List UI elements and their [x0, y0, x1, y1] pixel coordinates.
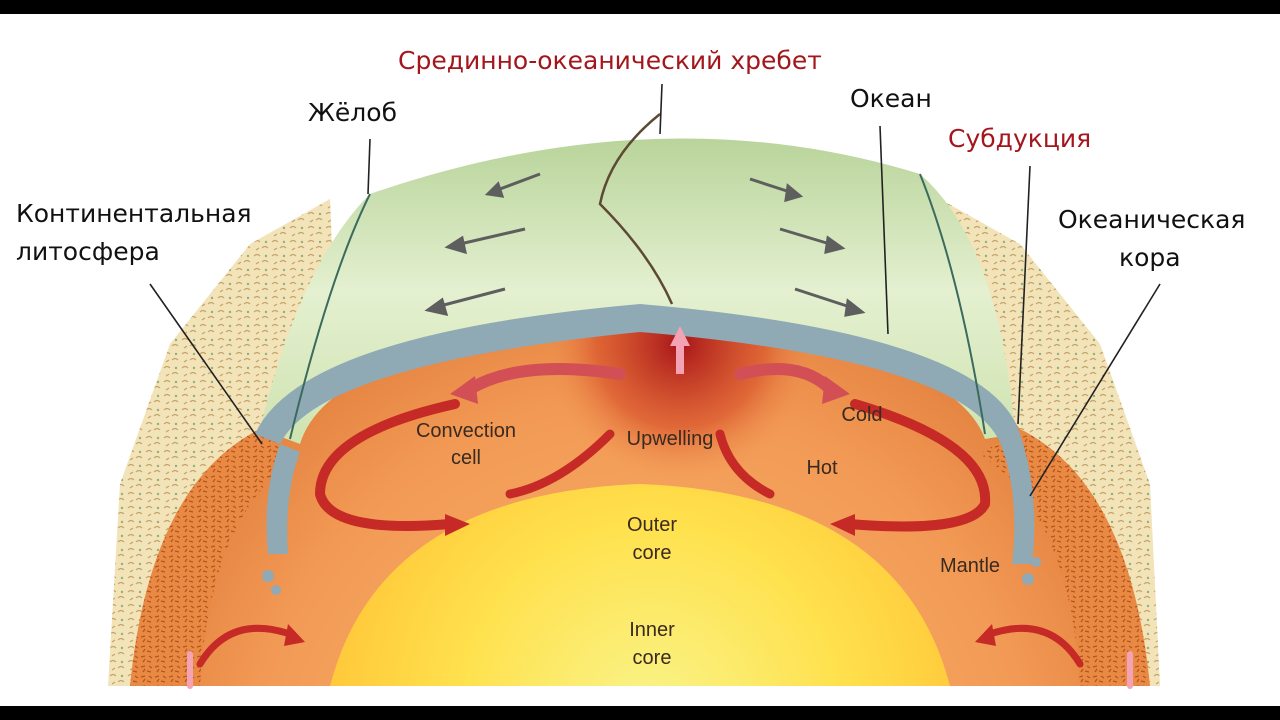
label-oceanic-crust-2: кора — [1115, 241, 1185, 274]
label-oceanic-crust-1: Океаническая — [1054, 203, 1250, 236]
plate-motion-arrows — [424, 172, 866, 317]
label-continental-lithosphere-1: Континентальная — [12, 197, 256, 230]
left-subducting-slab — [266, 444, 300, 554]
right-subducting-slab — [1000, 434, 1035, 564]
cold-text: Cold — [841, 404, 882, 426]
earth-cross-section: Convection cell Upwelling Cold Hot Outer… — [108, 83, 1161, 689]
diagram-canvas: Convection cell Upwelling Cold Hot Outer… — [0, 14, 1280, 706]
leader-lines — [149, 83, 1161, 497]
upwelling-text: Upwelling — [627, 428, 714, 450]
convection-arrows — [187, 363, 1133, 689]
upwelling-arrow — [670, 326, 690, 374]
inner-core-text: Inner — [629, 619, 675, 641]
left-lithosphere-band — [130, 429, 300, 686]
outer-core-text: Outer — [627, 514, 677, 536]
mantle-text: Mantle — [940, 555, 1000, 577]
ocean-water — [260, 138, 1015, 444]
hot-text: Hot — [806, 457, 838, 479]
oceanic-crust-band — [255, 304, 1020, 444]
label-trench: Жёлоб — [304, 96, 402, 129]
outer-core — [330, 484, 950, 686]
inner-annotations: Convection cell Upwelling Cold Hot Outer… — [416, 404, 1000, 669]
inner-core-text-2: core — [633, 647, 672, 669]
label-subduction: Субдукция — [944, 122, 1096, 155]
label-ridge: Срединно-океанический хребет — [394, 44, 826, 77]
ridge-fault — [598, 113, 674, 305]
bottom-letterbox — [0, 706, 1280, 720]
label-continental-lithosphere-2: литосфера — [12, 235, 164, 268]
convection-cell-text: Convection — [416, 420, 516, 442]
outer-core-text-2: core — [633, 542, 672, 564]
top-letterbox — [0, 0, 1280, 14]
label-ocean: Океан — [846, 82, 936, 115]
convection-cell-text-2: cell — [451, 447, 481, 469]
